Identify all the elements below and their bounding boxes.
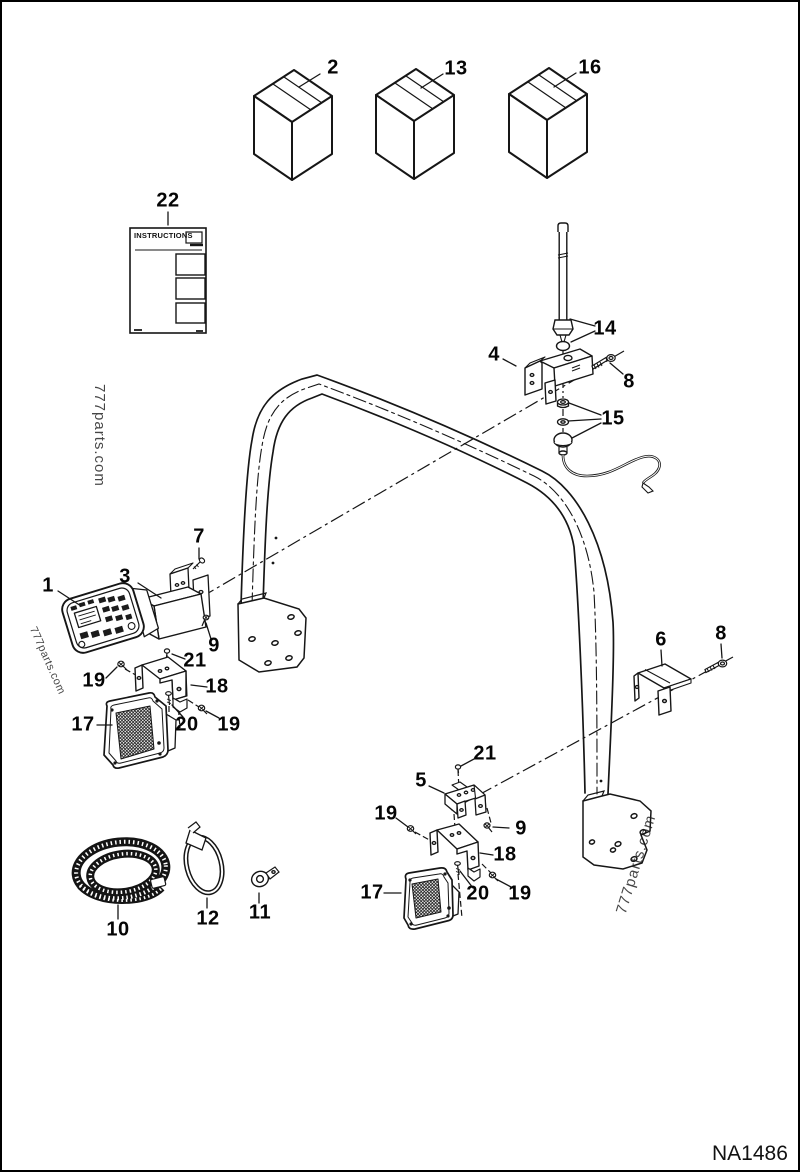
watermark-vertical: 777parts.com: [91, 384, 108, 487]
antenna-mast: [552, 222, 574, 352]
bolt-8-right: [704, 659, 728, 674]
part-label-5: 5: [415, 769, 427, 792]
part-label-17: 17: [360, 881, 384, 904]
part-label-17: 17: [71, 713, 95, 736]
drawing-code: NA1486: [712, 1142, 788, 1165]
cable-clamp-12: [183, 821, 225, 896]
antenna-mount-bolt-8: [591, 354, 616, 370]
screw-20-lower: [454, 861, 461, 876]
part-label-8: 8: [715, 622, 727, 645]
antenna-base-ring: [555, 340, 571, 352]
screw-19-lower-a: [406, 825, 417, 835]
antenna-bracket-4: [524, 348, 594, 405]
part-label-12: 12: [196, 907, 220, 930]
part-label-6: 6: [655, 628, 667, 651]
carton-box-16: [508, 67, 588, 179]
part-label-7: 7: [193, 525, 205, 548]
instructions-sheet: [129, 227, 207, 334]
part-label-19: 19: [217, 713, 241, 736]
part-label-20: 20: [175, 713, 199, 736]
part-label-11: 11: [248, 901, 272, 924]
antenna-nut-washer-cable-15: [553, 398, 661, 494]
speaker-17-left: [103, 691, 177, 770]
screw-19-left-b: [197, 704, 208, 715]
part-label-19: 19: [508, 882, 532, 905]
instructions-sheet-title: INSTRUCTIONS: [134, 231, 193, 240]
antenna-cable-base: [553, 432, 573, 456]
bracket-5: [444, 781, 487, 819]
rops-left-mount-plate: [237, 592, 307, 673]
part-label-18: 18: [493, 843, 517, 866]
wiring-harness-10: [71, 837, 171, 904]
antenna-washer: [556, 418, 570, 426]
ring-terminal-11: [250, 866, 280, 888]
part-label-20: 20: [466, 882, 490, 905]
radio-unit-1: [61, 582, 160, 654]
rops-rollbar: [237, 374, 652, 870]
antenna-coax-cable: [561, 454, 661, 484]
part-label-10: 10: [106, 918, 130, 941]
speaker-17-lower: [403, 866, 460, 931]
part-label-16: 16: [578, 56, 602, 79]
screw-9-lower: [483, 822, 493, 833]
part-label-8: 8: [623, 370, 635, 393]
part-label-21: 21: [473, 742, 497, 765]
screw-20-left: [165, 691, 172, 706]
part-label-1: 1: [42, 574, 54, 597]
screw-9-left: [201, 614, 210, 627]
speaker-bracket-18-left: [134, 656, 188, 713]
part-label-2: 2: [327, 56, 339, 79]
part-label-19: 19: [374, 802, 398, 825]
screw-19-left-a: [117, 660, 128, 671]
part-label-14: 14: [593, 317, 617, 340]
antenna-nut: [556, 398, 570, 409]
part-label-15: 15: [601, 407, 625, 430]
part-label-19: 19: [82, 669, 106, 692]
screw-21-left: [163, 648, 171, 658]
screw-21-lower: [454, 764, 462, 774]
part-label-3: 3: [119, 565, 131, 588]
part-label-21: 21: [183, 649, 207, 672]
part-label-22: 22: [156, 189, 180, 212]
screw-7: [192, 557, 206, 570]
part-label-13: 13: [444, 57, 468, 80]
rops-right-mount-plate: [582, 790, 652, 870]
bracket-6: [633, 663, 692, 716]
part-label-4: 4: [488, 343, 500, 366]
leader-lines: [57, 72, 723, 920]
carton-box-13: [375, 68, 455, 180]
carton-box-2: [253, 69, 333, 181]
antenna-cable-connector: [641, 482, 654, 494]
part-label-9: 9: [208, 634, 220, 657]
speaker-bracket-18-lower: [429, 823, 481, 882]
part-label-9: 9: [515, 817, 527, 840]
part-label-18: 18: [205, 675, 229, 698]
